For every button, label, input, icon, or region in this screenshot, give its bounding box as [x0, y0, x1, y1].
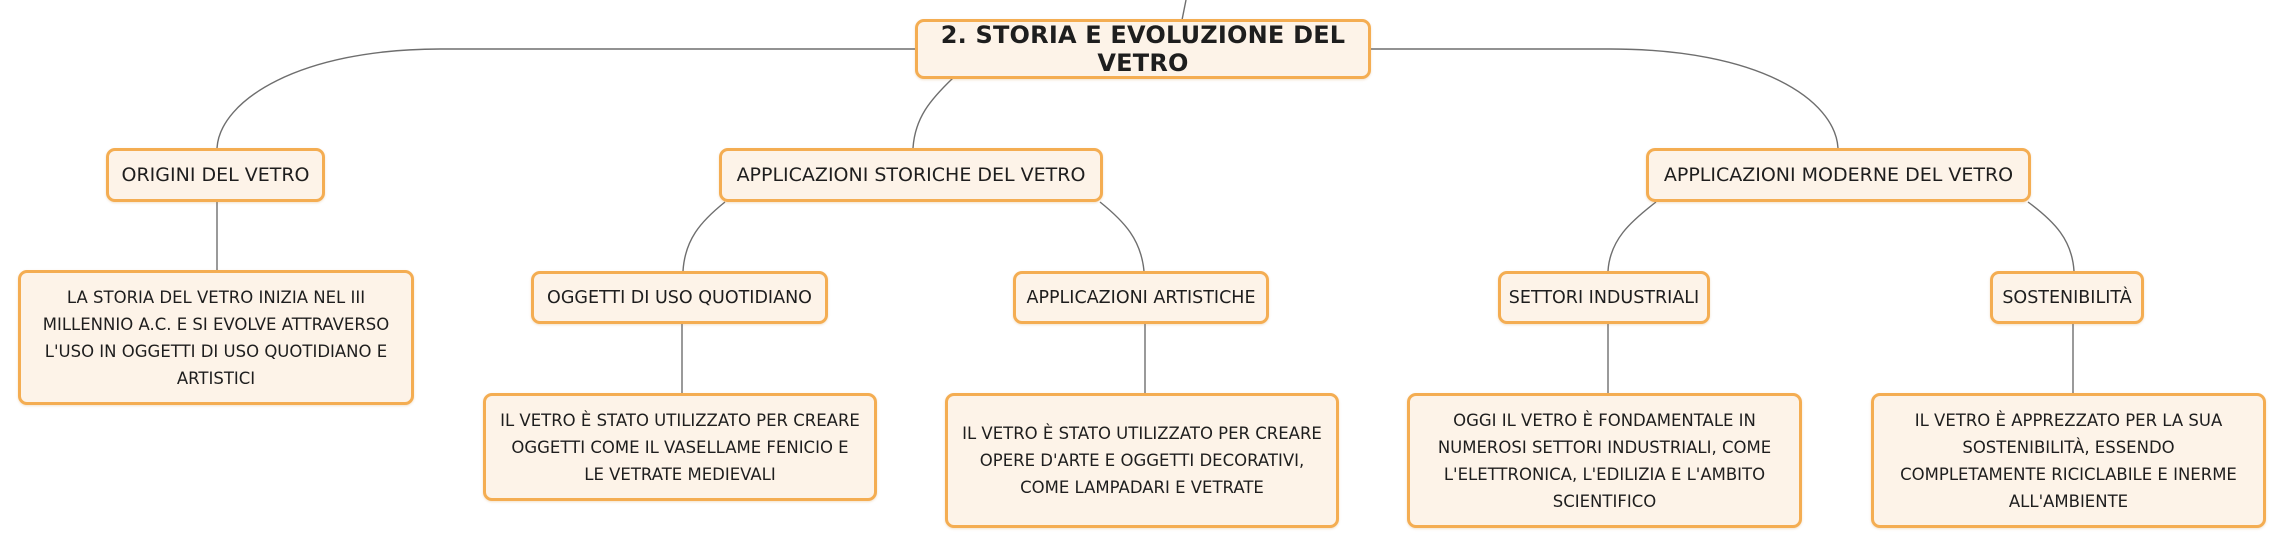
connector-storiche-artistiche [1099, 201, 1145, 272]
subtopic-sostenibilita-node[interactable]: SOSTENIBILITÀ [1990, 271, 2144, 324]
root-topic-node[interactable]: 2. STORIA E EVOLUZIONE DEL VETRO [915, 19, 1371, 79]
branch-origini-node[interactable]: ORIGINI DEL VETRO [106, 148, 325, 202]
subtopic-industriali-label: SETTORI INDUSTRIALI [1508, 287, 1700, 308]
sostenibilita-description-node[interactable]: IL VETRO È APPREZZATO PER LA SUA SOSTENI… [1871, 393, 2266, 528]
subtopic-artistiche-label: APPLICAZIONI ARTISTICHE [1026, 287, 1256, 308]
connector-moderne-sostenibilita [2027, 201, 2075, 272]
connector-root-moderne [1371, 48, 1839, 149]
connector-root-origini [216, 48, 915, 149]
sostenibilita-description-text: IL VETRO È APPREZZATO PER LA SUA SOSTENI… [1900, 410, 2237, 511]
branch-moderne-node[interactable]: APPLICAZIONI MODERNE DEL VETRO [1646, 148, 2031, 202]
subtopic-artistiche-node[interactable]: APPLICAZIONI ARTISTICHE [1013, 271, 1269, 324]
connector-root-storiche [912, 77, 954, 149]
branch-storiche-label: APPLICAZIONI STORICHE DEL VETRO [736, 164, 1086, 186]
quotidiano-description-text: IL VETRO È STATO UTILIZZATO PER CREARE O… [500, 410, 860, 484]
industriali-description-text: OGGI IL VETRO È FONDAMENTALE IN NUMEROSI… [1437, 410, 1772, 511]
artistiche-description-node[interactable]: IL VETRO È STATO UTILIZZATO PER CREARE O… [945, 393, 1339, 528]
root-topic-label: 2. STORIA E EVOLUZIONE DEL VETRO [940, 21, 1346, 77]
quotidiano-description-node[interactable]: IL VETRO È STATO UTILIZZATO PER CREARE O… [483, 393, 877, 501]
artistiche-description-text: IL VETRO È STATO UTILIZZATO PER CREARE O… [962, 424, 1322, 497]
connector-storiche-quotidiano [682, 201, 726, 272]
branch-moderne-label: APPLICAZIONI MODERNE DEL VETRO [1663, 164, 2014, 186]
branch-origini-label: ORIGINI DEL VETRO [121, 164, 310, 186]
branch-storiche-node[interactable]: APPLICAZIONI STORICHE DEL VETRO [719, 148, 1103, 202]
subtopic-sostenibilita-label: SOSTENIBILITÀ [2002, 287, 2132, 308]
origini-description-text: LA STORIA DEL VETRO INIZIA NEL III MILLE… [42, 287, 390, 388]
subtopic-quotidiano-node[interactable]: OGGETTI DI USO QUOTIDIANO [531, 271, 828, 324]
industriali-description-node[interactable]: OGGI IL VETRO È FONDAMENTALE IN NUMEROSI… [1407, 393, 1802, 528]
subtopic-industriali-node[interactable]: SETTORI INDUSTRIALI [1498, 271, 1710, 324]
connector-root-top [1181, 0, 1187, 21]
connector-moderne-industriali [1607, 201, 1657, 272]
subtopic-quotidiano-label: OGGETTI DI USO QUOTIDIANO [547, 287, 812, 308]
origini-description-node[interactable]: LA STORIA DEL VETRO INIZIA NEL III MILLE… [18, 270, 414, 405]
